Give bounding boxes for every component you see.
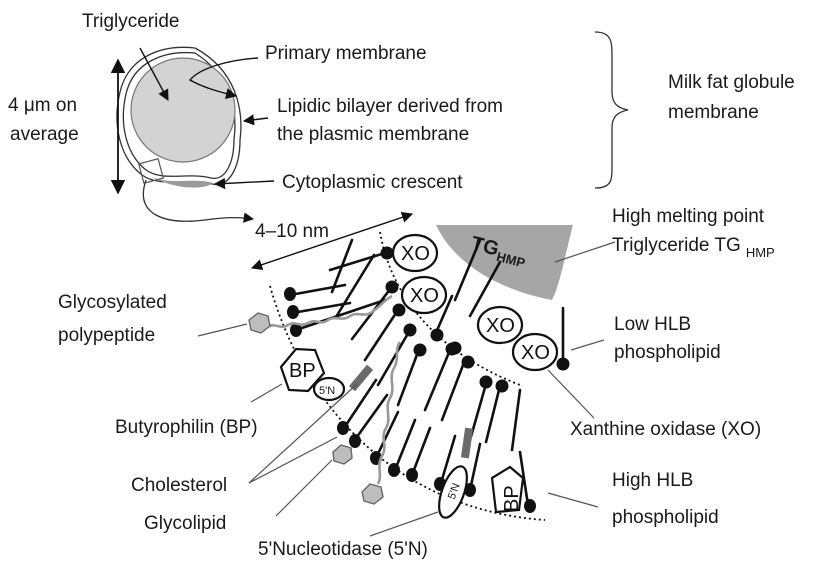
crescent-label: Cytoplasmic crescent <box>282 172 463 193</box>
cholesterol-leader-b <box>249 437 337 483</box>
bilayer-label-line2: the plasmic membrane <box>277 124 469 145</box>
butyrophilin-label: Butyrophilin (BP) <box>115 417 258 438</box>
glycolipid-hexagon-a <box>333 445 352 464</box>
high-hlb-label-line2: phospholipid <box>612 507 719 528</box>
xo-label-4: XO <box>521 342 550 364</box>
glycosylated-leader <box>198 324 247 336</box>
primary-membrane-label: Primary membrane <box>265 43 427 64</box>
xo-label-2: XO <box>410 285 439 307</box>
mfgm-label-line1: Milk fat globule <box>668 72 795 93</box>
glycosylated-hexagon <box>249 313 270 333</box>
glycolipid-hexagon-b <box>362 484 383 504</box>
mfgm-label-line2: membrane <box>668 102 759 123</box>
bp-label-2: BP <box>501 485 523 512</box>
xanthine-leader <box>548 370 594 418</box>
xo-label-1: XO <box>401 243 430 265</box>
size-label-line2: average <box>10 124 79 145</box>
cholesterol-label: Cholesterol <box>131 475 227 496</box>
triglyceride-core <box>131 58 235 162</box>
glycolipid-leader <box>276 460 332 516</box>
glycolipid-label: Glycolipid <box>144 513 226 534</box>
membrane-detail: TGHMP 4–10 nm <box>58 206 775 560</box>
n5-label-1: 5'N <box>319 385 335 397</box>
low-hlb-leader <box>571 340 604 350</box>
bilayer-label-line1: Lipidic bilayer derived from <box>277 96 503 117</box>
glyco-poly-label-line1: Glycosylated <box>58 292 167 313</box>
mfgm-brace <box>595 32 628 188</box>
high-hlb-label-line1: High HLB <box>612 470 693 491</box>
fat-globule: Triglyceride 4 μm on average Primary mem… <box>8 11 503 221</box>
thickness-label: 4–10 nm <box>255 221 329 242</box>
nucleotidase-leader <box>370 512 438 536</box>
triglyceride-label: Triglyceride <box>82 11 180 32</box>
butyrophilin-leader <box>251 384 282 402</box>
bp-label-1: BP <box>289 360 316 382</box>
low-hlb-label-line2: phospholipid <box>614 342 721 363</box>
high-hlb-leader <box>548 493 598 507</box>
cholesterol-rod-b <box>461 428 473 459</box>
low-hlb-label-line1: Low HLB <box>614 314 691 335</box>
glycosylated-chain <box>267 296 392 327</box>
nucleotidase-label: 5'Nucleotidase (5'N) <box>258 539 428 560</box>
hmp-label-line1: High melting point <box>612 206 765 227</box>
glyco-poly-label-line2: polypeptide <box>58 325 155 346</box>
bilayer-pointer <box>244 118 268 121</box>
size-label-line1: 4 μm on <box>8 95 77 116</box>
xo-label-3: XO <box>486 315 515 337</box>
xanthine-label: Xanthine oxidase (XO) <box>570 419 761 440</box>
